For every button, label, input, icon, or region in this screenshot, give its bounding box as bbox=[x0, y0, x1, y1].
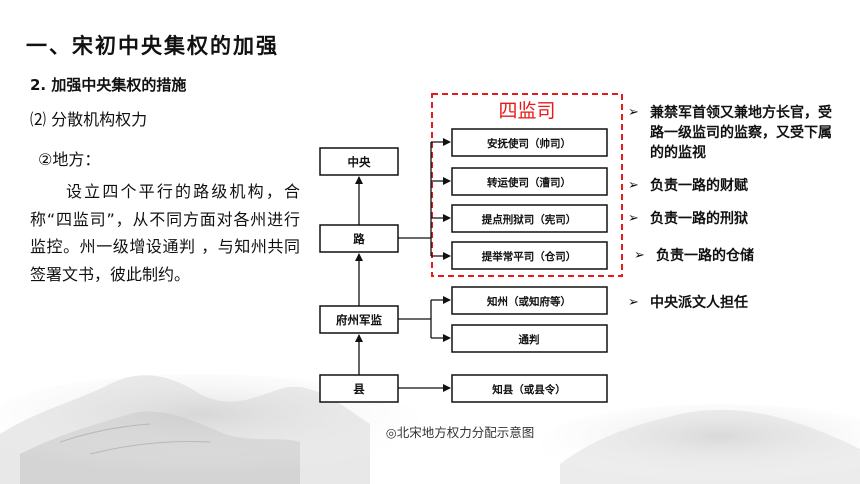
section-subpoint: ②地方： bbox=[38, 150, 101, 169]
note-text: 负责一路的仓储 bbox=[656, 248, 754, 264]
node-xian: 县 bbox=[353, 382, 365, 396]
node-zhixian-box bbox=[451, 374, 608, 403]
page-title: 一、宋初中央集权的加强 bbox=[26, 34, 279, 58]
node-anfu-box bbox=[451, 128, 608, 157]
arrow-bullet-icon: ➢ bbox=[634, 248, 645, 263]
note-text: 中央派文人担任 bbox=[650, 295, 748, 311]
node-tongpan: 通判 bbox=[519, 333, 540, 346]
note-tiju: ➢ 负责一路的仓储 bbox=[634, 246, 840, 266]
node-fuzhou: 府州军监 bbox=[336, 313, 382, 327]
note-text: 负责一路的刑狱 bbox=[650, 211, 748, 227]
arrow-bullet-icon: ➢ bbox=[628, 105, 639, 120]
note-text: 兼禁军首领又兼地方长官，受路一级监司的监察，又受下属的的监视 bbox=[650, 105, 832, 161]
four-supervisors-group-border bbox=[431, 93, 623, 277]
connector-lu-bracket bbox=[398, 142, 432, 256]
node-zhizhou: 知州（或知府等） bbox=[487, 295, 571, 308]
node-zhixian: 知县（或县令） bbox=[492, 383, 566, 396]
note-zhizhou: ➢ 中央派文人担任 bbox=[628, 293, 840, 313]
node-tiju-box bbox=[451, 241, 608, 270]
diagram-caption: ◎北宋地方权力分配示意图 bbox=[386, 425, 534, 440]
node-tiju: 提举常平司（仓司） bbox=[482, 250, 577, 263]
node-central-box bbox=[319, 147, 399, 176]
note-zhuanyun: ➢ 负责一路的财赋 bbox=[628, 176, 840, 196]
four-supervisors-label: 四监司 bbox=[498, 100, 555, 122]
arrow-bullet-icon: ➢ bbox=[628, 178, 639, 193]
note-tidian: ➢ 负责一路的刑狱 bbox=[628, 209, 840, 229]
node-tidian: 提点刑狱司（宪司） bbox=[482, 213, 577, 226]
node-zhuanyun-box bbox=[451, 167, 608, 196]
connector-fuzhou-bracket bbox=[398, 300, 432, 338]
section-subtitle: 2. 加强中央集权的措施 bbox=[30, 76, 187, 94]
node-tongpan-box bbox=[451, 324, 608, 353]
note-text: 负责一路的财赋 bbox=[650, 178, 748, 194]
arrow-bullet-icon: ➢ bbox=[628, 295, 639, 310]
section-point: ⑵ 分散机构权力 bbox=[30, 110, 148, 129]
node-anfu: 安抚使司（帅司） bbox=[487, 137, 571, 150]
arrow-bullet-icon: ➢ bbox=[628, 211, 639, 226]
node-lu: 路 bbox=[353, 232, 365, 246]
node-zhizhou-box bbox=[451, 286, 608, 315]
explanation-paragraph: 设立四个平行的路级机构，合称“四监司”，从不同方面对各州进行监控。州一级增设通判… bbox=[30, 182, 300, 284]
node-central: 中央 bbox=[348, 155, 371, 169]
node-zhuanyun: 转运使司（漕司） bbox=[487, 176, 571, 189]
note-anfu: ➢ 兼禁军首领又兼地方长官，受路一级监司的监察，又受下属的的监视 bbox=[628, 103, 840, 163]
node-tidian-box bbox=[451, 204, 608, 233]
